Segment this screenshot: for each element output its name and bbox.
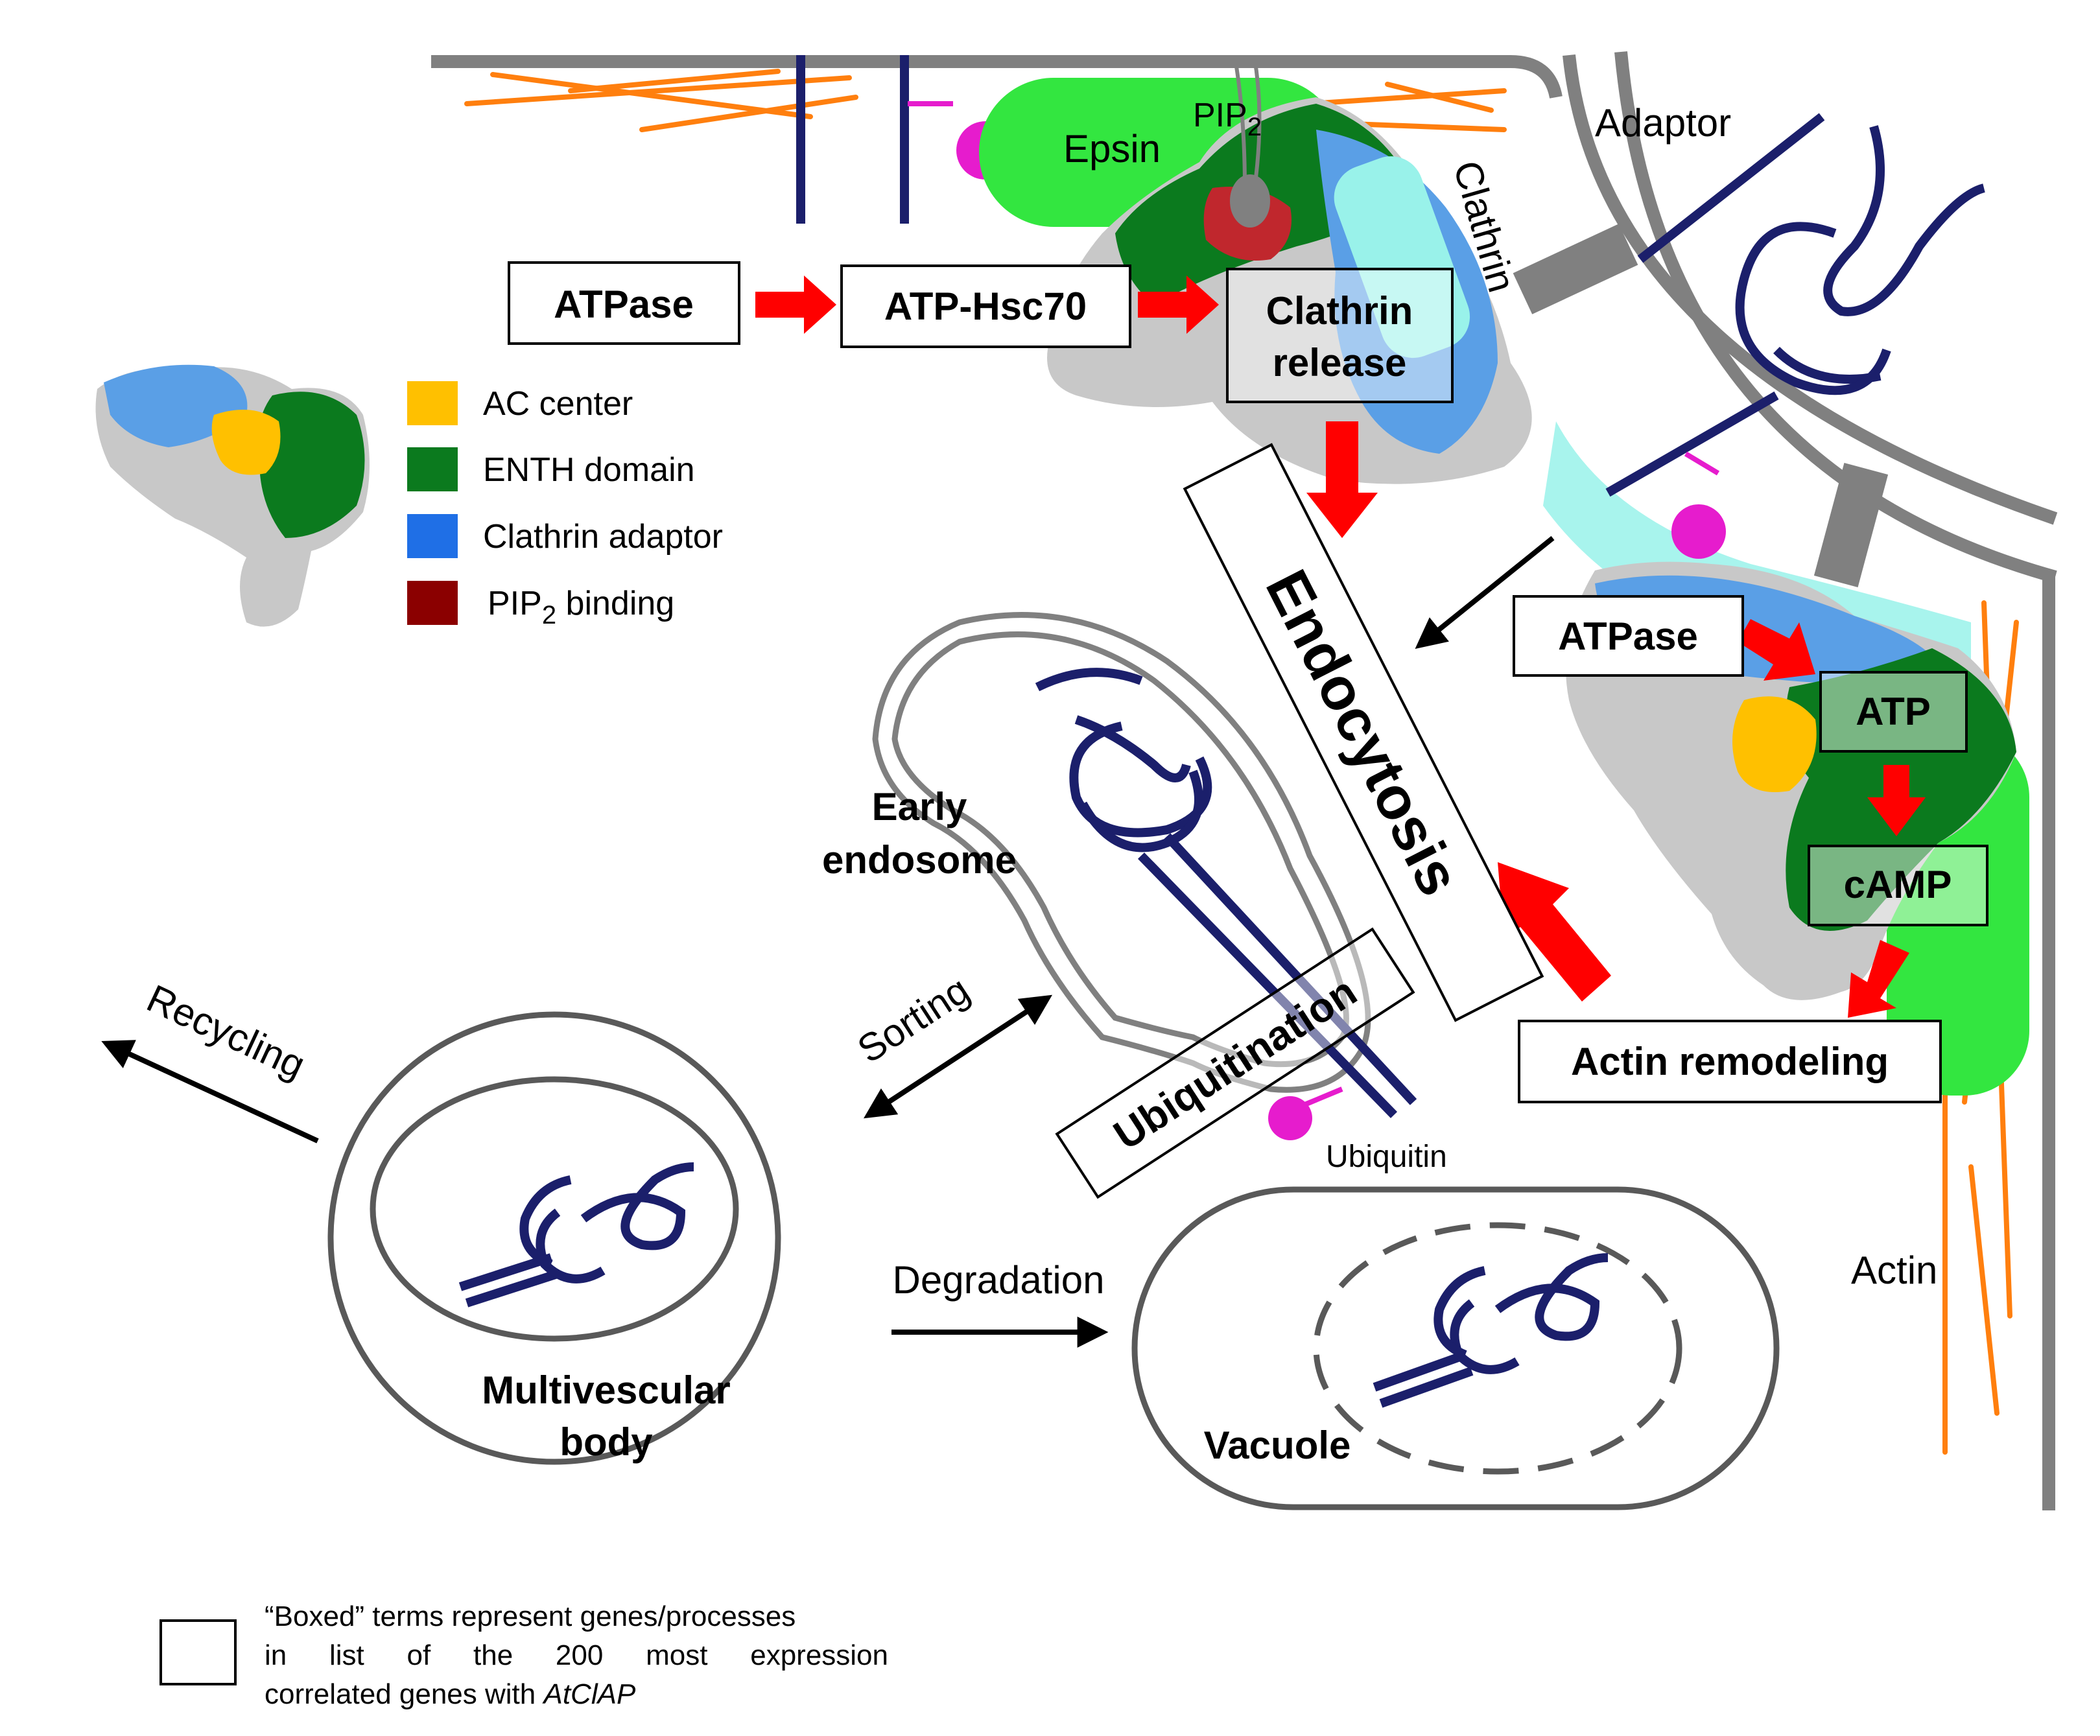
legend-label-clathrin-adaptor: Clathrin adaptor [483,518,723,556]
red-arrow-release-endocytosis [1306,421,1378,538]
label-ubiquitin: Ubiquitin [1326,1140,1447,1174]
ubiquitin-circle-endosome [1268,1096,1312,1140]
label-actin: Actin [1851,1249,1937,1292]
vacuole-inner-dashed [1313,1222,1682,1475]
box-actin-remodeling: Actin remodeling [1518,1020,1942,1103]
legend: AC center ENTH domain Clathrin adaptor P… [95,364,723,629]
footnote-word: in [265,1639,287,1671]
black-arrows [101,535,1555,1348]
red-arrow-atp-camp [1867,765,1926,836]
legend-swatch-pip2-binding [407,581,458,625]
label-degradation: Degradation [893,1258,1105,1302]
legend-protein-thumbnail [95,364,370,627]
receptor-mvb [458,1162,694,1308]
membrane-receptors [796,55,909,224]
legend-label-enth-domain: ENTH domain [483,451,695,489]
box-clathrin-release-label-2: release [1273,341,1407,384]
ubiquitin-linker-right [1684,451,1720,476]
footnote-box-icon [159,1619,237,1685]
red-arrow-hsc70-release [1138,276,1219,334]
footnote: “Boxed” terms represent genes/processes … [159,1601,888,1710]
footnote-word: most [646,1639,707,1671]
arrow-to-endocytosis [1415,535,1555,650]
box-camp: cAMP [1808,845,1988,926]
ubiquitin-circle-right [1671,504,1726,559]
box-actin-remodeling-label: Actin remodeling [1571,1040,1889,1083]
box-camp-label: cAMP [1844,863,1952,906]
legend-swatch-ac-center [407,381,458,425]
legend-label-ac-center: AC center [483,385,633,423]
label-early-endosome-1: Early [872,785,967,828]
legend-swatch-enth-domain [407,447,458,491]
footnote-line-2: in list of the 200 most expression [265,1639,888,1671]
pip2-lipid [1230,58,1270,228]
box-atp-hsc70: ATP-Hsc70 [840,264,1131,348]
ubiquitin-linker-endosome [1302,1086,1343,1108]
footnote-word: list [329,1639,364,1671]
label-multivesicular-1: Multivescular [482,1368,730,1412]
box-ubiquitination-label: Ubiquitination [1105,968,1365,1159]
footnote-word: 200 [556,1639,603,1671]
vacuole-membrane [1131,1186,1780,1510]
red-arrow-camp-actin [1848,940,1909,1018]
footnote-line-1: “Boxed” terms represent genes/processes [265,1601,796,1632]
receptor-vacuole [1373,1253,1609,1408]
red-arrows [755,276,1926,1018]
receptor-right [1605,113,1986,497]
arrow-recycling [101,1040,319,1144]
red-arrow-atpase-hsc70 [755,276,836,334]
legend-swatch-clathrin-adaptor [407,514,458,558]
footnote-word: the [473,1639,513,1671]
plasma-membrane [431,51,2058,1510]
label-adaptor: Adaptor [1595,101,1731,145]
box-atp-hsc70-label: ATP-Hsc70 [884,285,1087,328]
multivesicular-body [327,1011,781,1465]
label-pip2: PIP2 [1193,97,1262,141]
legend-label-pip2-binding: PIP2 binding [488,585,674,629]
footnote-word: expression [750,1639,888,1671]
label-vacuole: Vacuole [1204,1424,1351,1467]
label-epsin: Epsin [1063,127,1161,170]
footnote-word: of [407,1639,431,1671]
receptor-endosome [1035,668,1417,1118]
arrow-sorting [863,994,1053,1119]
box-clathrin-release: Clathrin release [1226,268,1454,403]
early-endosome [872,612,1371,1093]
footnote-line-3: correlated genes with AtClAP [265,1678,636,1710]
box-atpase-right: ATPase [1513,595,1744,677]
box-atpase-top-label: ATPase [554,283,694,326]
label-multivesicular-2: body [560,1420,653,1464]
box-clathrin-release-label-1: Clathrin [1266,289,1413,333]
box-atp-label: ATP [1856,690,1931,733]
box-atpase-right-label: ATPase [1558,615,1698,658]
box-atp: ATP [1819,671,1968,753]
adaptor-block-2 [1813,463,1889,587]
red-arrow-atpase-atp [1738,619,1815,681]
adaptor-block-1 [1513,224,1638,314]
label-early-endosome-2: endosome [822,838,1017,882]
box-atpase-top: ATPase [508,261,740,345]
red-arrow-actin-endocytosis [1498,862,1611,1002]
